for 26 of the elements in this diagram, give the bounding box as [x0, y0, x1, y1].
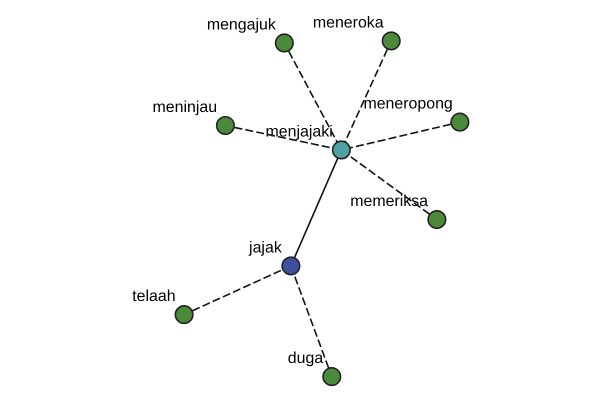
node-circle [381, 31, 400, 50]
node-label: duga [287, 350, 323, 368]
node-circle [174, 305, 194, 324]
node-label: memeriksa [350, 192, 428, 210]
node-circle [331, 140, 350, 160]
connector [192, 268, 283, 312]
node-label: menjajaki [265, 123, 332, 140]
node-circle [215, 116, 234, 136]
connector [348, 154, 430, 215]
connector [292, 274, 329, 368]
node-circle [274, 33, 294, 53]
node-label: meneropong [362, 96, 452, 113]
node-label: jajak [248, 239, 282, 256]
connector [344, 49, 388, 142]
node-circle [280, 256, 300, 276]
connector [234, 126, 332, 149]
connector [288, 51, 338, 142]
node-circle [426, 210, 446, 230]
node-label: telaah [132, 288, 176, 306]
connector [293, 158, 338, 258]
node-label: meninjau [152, 98, 217, 116]
node-circle [450, 112, 469, 132]
node-label: mengajuk [206, 16, 276, 34]
node-circle [322, 367, 341, 386]
node-label: meneroka [312, 14, 384, 32]
connector [350, 124, 450, 149]
